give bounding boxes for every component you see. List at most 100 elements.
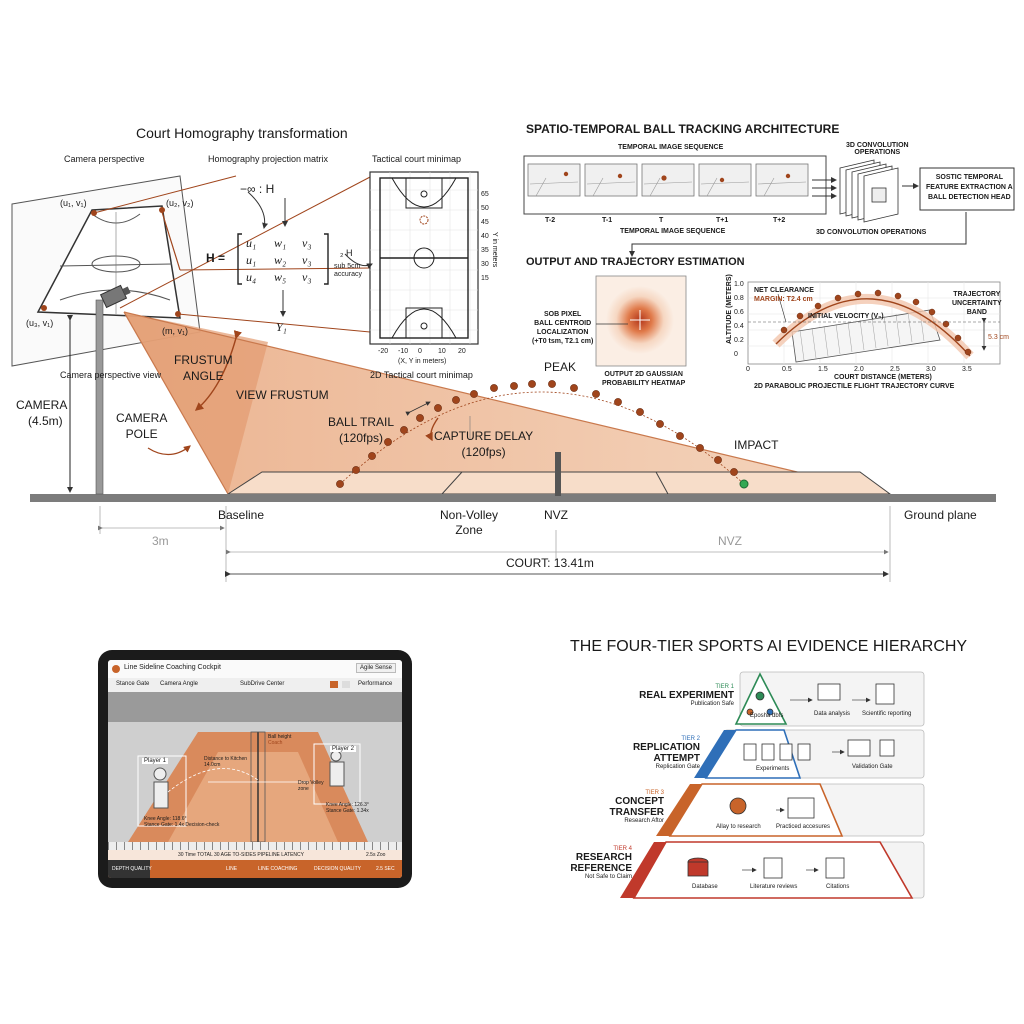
minimap-y-tick-1: 50 — [481, 205, 489, 212]
tier-3-tag: TIER 3 — [645, 790, 664, 796]
conv-top-2: OPERATIONS — [854, 149, 901, 156]
minimap-label: Tactical court minimap — [372, 154, 462, 164]
ball-trail-2: (120fps) — [339, 431, 384, 445]
trajectory-y-tick-5: 0 — [734, 351, 738, 358]
seq-bottom-label: TEMPORAL IMAGE SEQUENCE — [620, 228, 726, 235]
hierarchy-title: THE FOUR-TIER SPORTS AI EVIDENCE HIERARC… — [570, 638, 968, 655]
minimap-y-tick-6: 15 — [481, 275, 489, 282]
matrix-11: u₁ — [246, 236, 257, 250]
tab-performance[interactable]: Performance — [358, 681, 393, 687]
conv-top-1: 3D CONVOLUTION — [846, 142, 909, 149]
minimap-y-tick-5: 30 — [481, 261, 489, 268]
tab-camera-angle[interactable]: Camera Angle — [160, 681, 199, 687]
player-1-tag[interactable]: Player 1 — [142, 758, 169, 764]
minimap-x-tick-3: 10 — [438, 348, 446, 355]
trajectory-x-tick-4: 2.5 — [890, 366, 900, 373]
minimap-y-axis: Y in meters — [491, 232, 498, 268]
tier-1-tag: TIER 1 — [715, 684, 734, 690]
trajectory-y-axis: ALTITUDE (METERS) — [726, 274, 733, 344]
stat-depth: DEPTH QUALITY — [112, 866, 152, 872]
sub-note-1: sub 5cm — [334, 263, 361, 270]
matrix-21: u₁ — [246, 253, 257, 267]
initial-velocity: INITIAL VELOCITY (V₀) — [808, 313, 884, 320]
ball-height-2: Coach — [268, 740, 283, 746]
trajectory-y-tick-1: 0.8 — [734, 295, 744, 302]
knee-angle-left: Knee Angle: 118.6°Stance Gate: 1.4x Deci… — [144, 816, 219, 828]
drop-volley-1: Drop Volley — [298, 780, 324, 786]
trajectory-x-tick-6: 3.5 — [962, 366, 972, 373]
tier-2-label: TIER 2 REPLICATION ATTEMPT Replication G… — [576, 736, 700, 770]
h-equals: H = — [206, 251, 226, 265]
capture-2: (120fps) — [461, 445, 506, 459]
tier-4-item-2: Literature reviews — [750, 884, 798, 890]
y1-label: Y₁ — [276, 320, 287, 334]
record-icon[interactable] — [330, 681, 338, 688]
ball-height-1: Ball height — [268, 734, 292, 740]
output-title: OUTPUT AND TRAJECTORY ESTIMATION — [526, 256, 745, 268]
minimap-caption: 2D Tactical court minimap — [370, 370, 473, 380]
tier-2-item-2: Validation Gate — [852, 764, 893, 770]
app-title: Line Sideline Coaching Cockpit — [124, 664, 221, 671]
grid-icon[interactable] — [342, 681, 350, 688]
timeline-ruler[interactable] — [108, 842, 402, 850]
stat-decision: DECISION QUALITY — [314, 866, 361, 872]
trajectory-x-axis: COURT DISTANCE (METERS) — [834, 374, 932, 381]
tier-2-item-1: Experiments — [756, 766, 790, 772]
matrix-label: Homography projection matrix — [208, 154, 329, 164]
minimap-x-tick-1: -10 — [398, 348, 409, 355]
peak-label: PEAK — [544, 360, 577, 374]
tier-2-name-1: REPLICATION — [632, 742, 700, 753]
camera-perspective-label: Camera perspective — [64, 154, 145, 164]
trajectory-caption: 2D PARABOLIC PROJECTILE FLIGHT TRAJECTOR… — [754, 383, 955, 390]
latency-bar: 30 Time TOTAL 30 AGE TO-SIDES PIPELINE L… — [108, 850, 402, 860]
stat-time: 2.5 SEC — [376, 866, 395, 872]
dist-nvz: NVZ — [718, 534, 742, 548]
kitchen-1: Distance to Kitchen — [204, 756, 248, 762]
stat-box-1 — [108, 860, 150, 878]
tier-2-tag: TIER 2 — [681, 736, 700, 742]
nvz-label: NVZ — [544, 508, 568, 522]
sub-h: ₂ H — [340, 248, 353, 258]
uncertainty-value: 5.3 cm — [988, 334, 1010, 341]
heatmap-2: PROBABILITY HEATMAP — [602, 380, 686, 387]
stat-line-coaching: LINE COACHING — [258, 866, 298, 872]
seq-top-label: TEMPORAL IMAGE SEQUENCE — [618, 144, 724, 151]
minimap-x-tick-2: 0 — [418, 348, 422, 355]
trajectory-y-tick-3: 0.4 — [734, 323, 744, 330]
head-line-1: SOSTIC TEMPORAL — [935, 174, 1003, 181]
tier-3-item-2: Practiced accesures — [776, 824, 831, 830]
heatmap-1: OUTPUT 2D GAUSSIAN — [604, 371, 683, 378]
tier-3-label: TIER 3 CONCEPT TRANSFER Research Aftor — [560, 790, 664, 824]
tactical-minimap — [369, 171, 479, 345]
tier-2-gate: Replication Gate — [655, 764, 700, 770]
frame-label-3: T+1 — [716, 217, 729, 224]
player-2-tag[interactable]: Player 2 — [330, 746, 357, 752]
tab-stance-gate[interactable]: Stance Gate — [116, 681, 150, 687]
matrix-23: v₃ — [302, 253, 312, 267]
subpixel-3: LOCALIZATION — [536, 329, 589, 336]
tier-1-item-1: Eposha dbfs — [750, 713, 784, 719]
tab-subdrive[interactable]: SubDrive Center — [240, 681, 285, 687]
kitchen-2: 14.0cm — [204, 762, 221, 768]
evidence-pyramid — [620, 671, 925, 899]
uncert-3: BAND — [966, 309, 987, 316]
matrix-32: w₅ — [274, 270, 287, 284]
tier-1-gate: Publication Safe — [690, 701, 734, 707]
matrix-22: w₂ — [274, 253, 287, 267]
trajectory-x-tick-0: 0 — [746, 366, 750, 373]
homography-title: Court Homography transformation — [136, 125, 348, 141]
head-line-3: BALL DETECTION HEAD — [928, 194, 1011, 201]
camera-pole-1: CAMERA — [116, 411, 168, 425]
tier-4-label: TIER 4 RESEARCH REFERENCE Not Safe to Cl… — [532, 846, 632, 880]
trajectory-x-tick-5: 3.0 — [926, 366, 936, 373]
trajectory-chart — [747, 281, 1001, 365]
app-settings-button[interactable]: Agile Sense — [356, 663, 397, 673]
uncert-2: UNCERTAINTY — [952, 300, 1002, 307]
knee-left-1: Knee Angle: 118.6° — [144, 816, 187, 822]
